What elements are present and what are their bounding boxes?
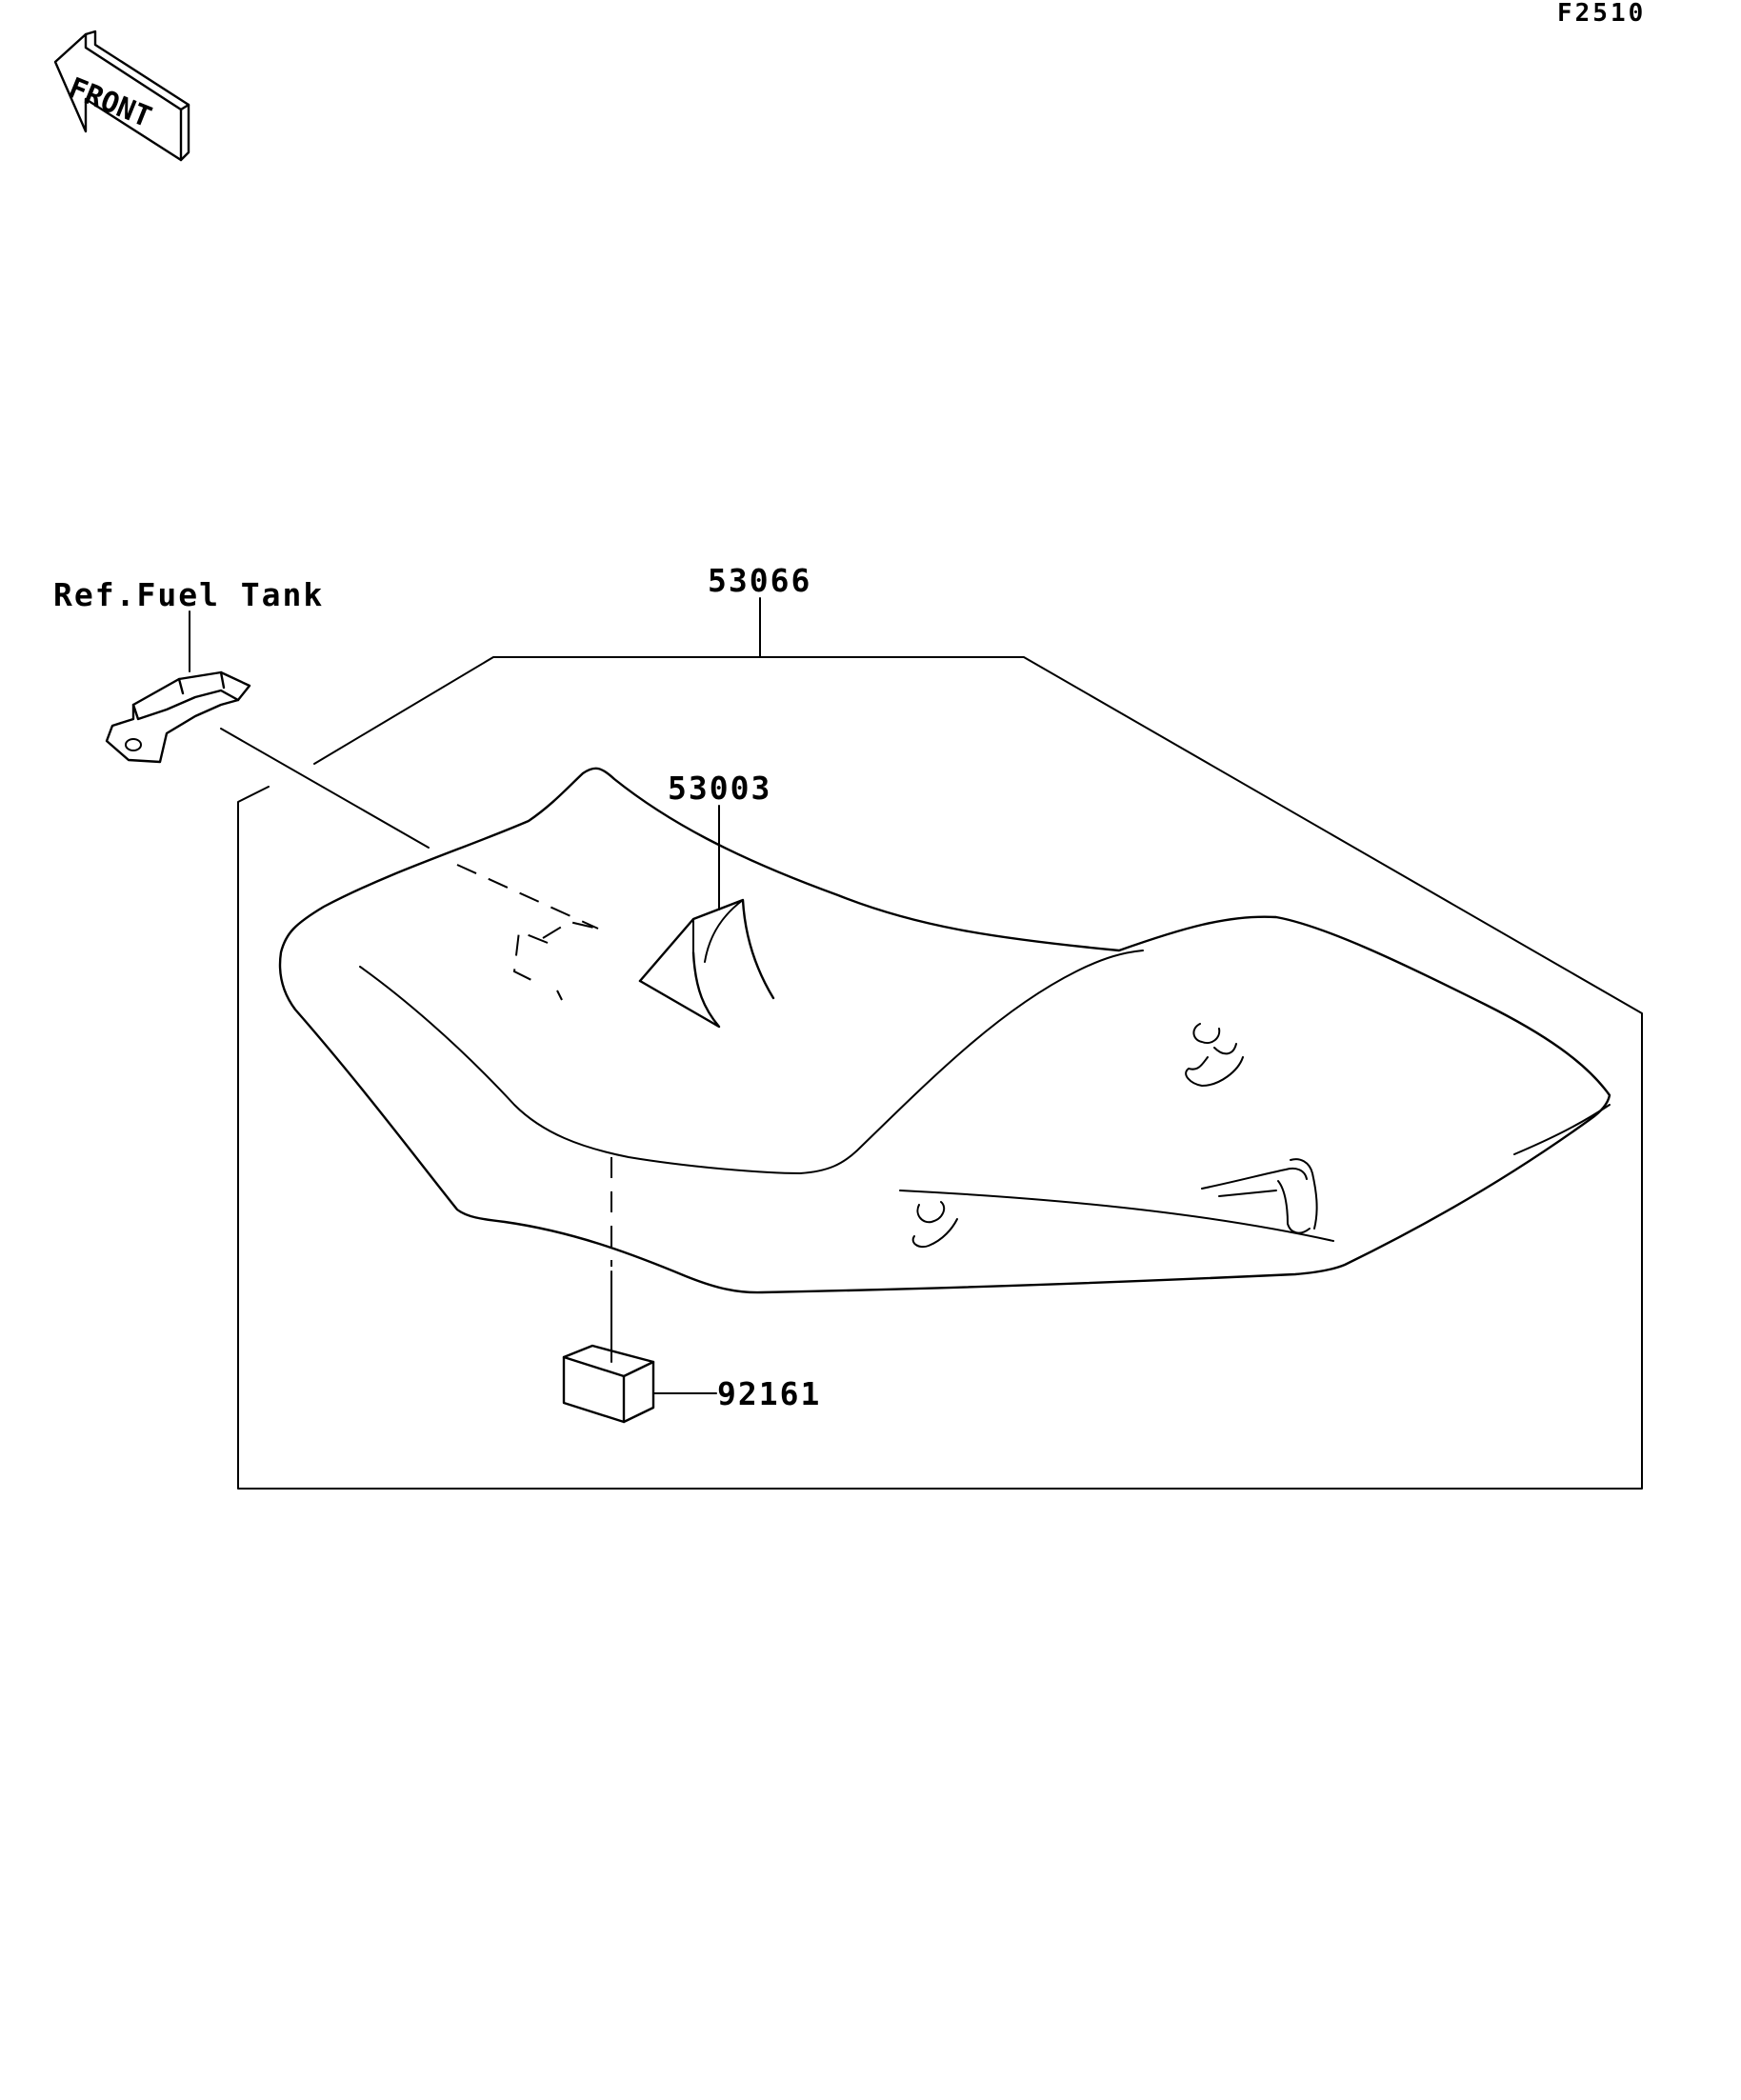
fuel-tank-bracket-icon [105, 670, 251, 764]
figure-code: F2510 [1557, 0, 1646, 28]
callout-53003: 53003 [668, 770, 771, 807]
seat-cover-part [638, 898, 775, 1029]
reference-label: Ref.Fuel Tank [53, 576, 324, 613]
assembly-frame [237, 656, 1643, 1490]
seat-icon [278, 767, 1611, 1294]
front-direction-arrow-icon: FRONT [53, 30, 190, 162]
callout-92161: 92161 [717, 1375, 821, 1412]
front-label: FRONT [64, 71, 156, 134]
rubber-damper-icon [562, 1344, 655, 1424]
callout-53066: 53066 [708, 562, 811, 599]
